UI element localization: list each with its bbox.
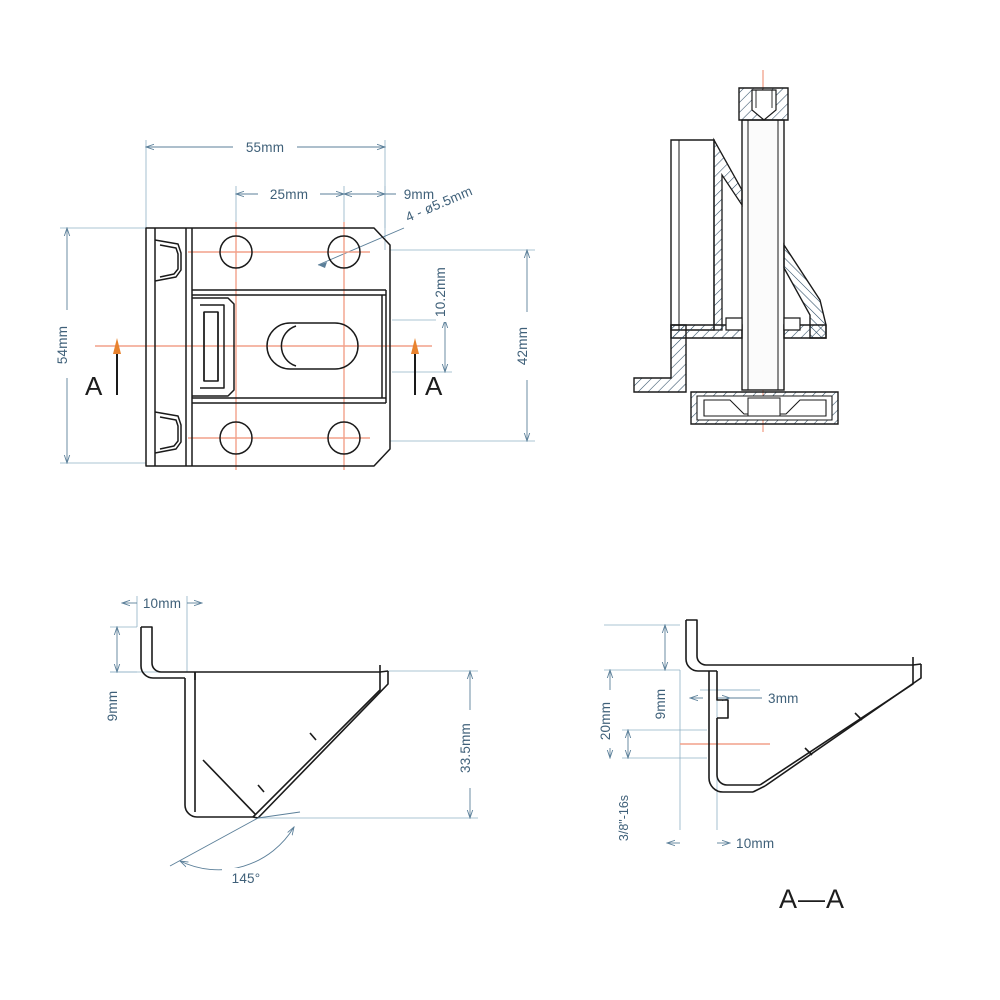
front-view-outline [145,227,391,467]
side-section-threaded-head [738,87,789,121]
dimension-slot-offset: 10.2mm [433,262,454,372]
section-aa-outline [685,619,922,793]
dim-aa-10mm-label: 10mm [736,836,774,851]
front-view-centerlines [95,222,432,470]
dimension-lip-width: 10mm [122,596,202,611]
dimension-edge-offset: 9mm [344,185,442,203]
dimension-aa-thread: 3/8"-16s [617,730,631,841]
dim-aa-20mm-label: 20mm [598,702,613,740]
section-aa-view: 9mm 20mm 3/8"-16s 3mm 10mm [598,619,922,914]
side-section-view [633,70,839,432]
dimension-hole-span: 42mm [515,250,536,441]
dim-55mm-label: 55mm [246,140,284,155]
dim-33-5mm-label: 33.5mm [458,723,473,773]
front-view-mounting-holes [219,235,361,455]
dimension-aa-web-thickness: 3mm [690,691,799,706]
side-section-flange [670,317,827,339]
dimension-brace-angle: 145° [169,811,301,886]
dim-profile-10mm-label: 10mm [143,596,181,611]
dimension-aa-base-width: 10mm [667,836,774,851]
side-section-post [741,119,785,391]
dim-25mm-label: 25mm [270,187,308,202]
dim-aa-9mm-label: 9mm [653,689,668,720]
side-section-left-wing [670,137,743,331]
profile-extension-lines [110,596,478,819]
section-letter-left: A [85,371,103,401]
dim-profile-9mm-label: 9mm [105,691,120,722]
section-mark-right: A [411,338,443,401]
section-aa-label: A—A [779,884,845,914]
dimension-lip-height: 9mm [105,627,120,721]
dim-9mm-label: 9mm [404,187,435,202]
dim-aa-thread-label: 3/8"-16s [617,795,631,841]
profile-view: 10mm 9mm 33.5mm [105,596,479,886]
dimension-aa-stack-height: 20mm [598,670,619,758]
dimension-overall-depth: 33.5mm [458,671,479,818]
dim-42mm-label: 42mm [515,327,530,365]
dim-145deg-label: 145° [232,871,261,886]
section-letter-right: A [425,371,443,401]
front-view: 55mm 25mm 9mm 54mm 42mm [55,138,536,470]
dim-54mm-label: 54mm [55,326,70,364]
dim-10-2mm-label: 10.2mm [433,267,448,317]
dim-aa-3mm-label: 3mm [768,691,799,706]
dimension-aa-top-lip: 9mm [653,625,668,719]
side-section-lower-leg [633,324,687,393]
side-section-base-plate [690,391,839,425]
profile-outline [140,626,389,819]
dimension-overall-height: 54mm [55,228,76,463]
front-view-oblong-slot [266,322,359,370]
front-view-hook-features [154,239,182,454]
dimension-hole-spacing: 25mm [236,185,344,203]
dimension-overall-width: 55mm [146,138,385,156]
section-mark-left: A [85,338,121,401]
